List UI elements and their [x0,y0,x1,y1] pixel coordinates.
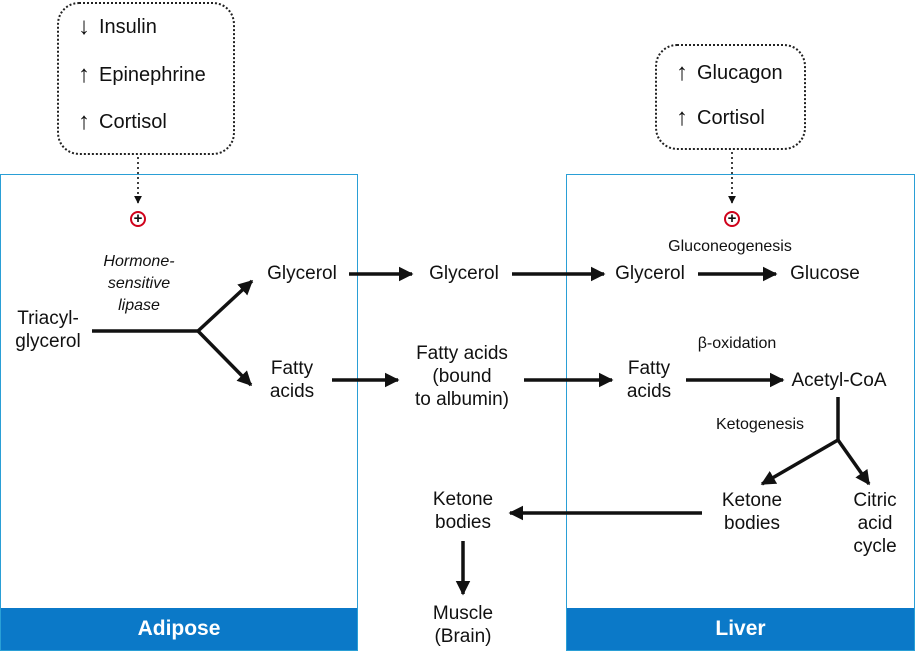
gluconeogenesis-label: Gluconeogenesis [668,238,792,255]
adipose-activation-icon: + [130,211,146,227]
adipose-label: Adipose [1,608,357,650]
hormone-sensitive-lipase-label: Hormone- sensitive lipase [103,253,175,314]
fatty-acids-bound-label: Fatty acids (bound to albumin) [415,343,509,410]
ketone-bodies-liver-label: Ketone bodies [721,490,783,534]
acetyl-coa-label: Acetyl-CoA [791,370,887,391]
glycerol-blood-label: Glycerol [429,263,499,284]
regulator-glucagon: ↑ Glucagon [673,58,783,88]
fatty-acids-liver-label: Fatty acids [626,358,672,402]
regulator-epinephrine: ↑ Epinephrine [75,60,206,90]
liver-activation-icon: + [724,211,740,227]
muscle-brain-label: Muscle (Brain) [432,603,494,647]
adipose-regulators-box: ↓ Insulin ↑ Epinephrine ↑ Cortisol [57,2,235,155]
up-arrow-icon: ↑ [78,108,90,135]
up-arrow-icon: ↑ [676,104,688,131]
fatty-acids-adipose-label: Fatty acids [269,358,315,402]
regulator-insulin: ↓ Insulin [75,12,157,42]
citric-acid-cycle-label: Citric acid cycle [853,490,897,557]
beta-oxidation-label: β-oxidation [697,335,777,352]
up-arrow-icon: ↑ [78,61,90,88]
ketogenesis-label: Ketogenesis [715,416,805,433]
glycerol-liver-label: Glycerol [615,263,685,284]
glucose-label: Glucose [790,263,860,284]
down-arrow-icon: ↓ [78,13,90,40]
triacylglycerol-label: Triacyl- glycerol [15,308,81,352]
glycerol-adipose-label: Glycerol [267,263,337,284]
ketone-bodies-blood-label: Ketone bodies [432,489,494,533]
liver-regulators-box: ↑ Glucagon ↑ Cortisol [655,44,806,150]
liver-label: Liver [567,608,914,650]
up-arrow-icon: ↑ [676,59,688,86]
adipose-panel: Adipose [0,174,358,651]
regulator-cortisol-liver: ↑ Cortisol [673,103,765,133]
regulator-cortisol: ↑ Cortisol [75,107,167,137]
liver-panel: Liver [566,174,915,651]
